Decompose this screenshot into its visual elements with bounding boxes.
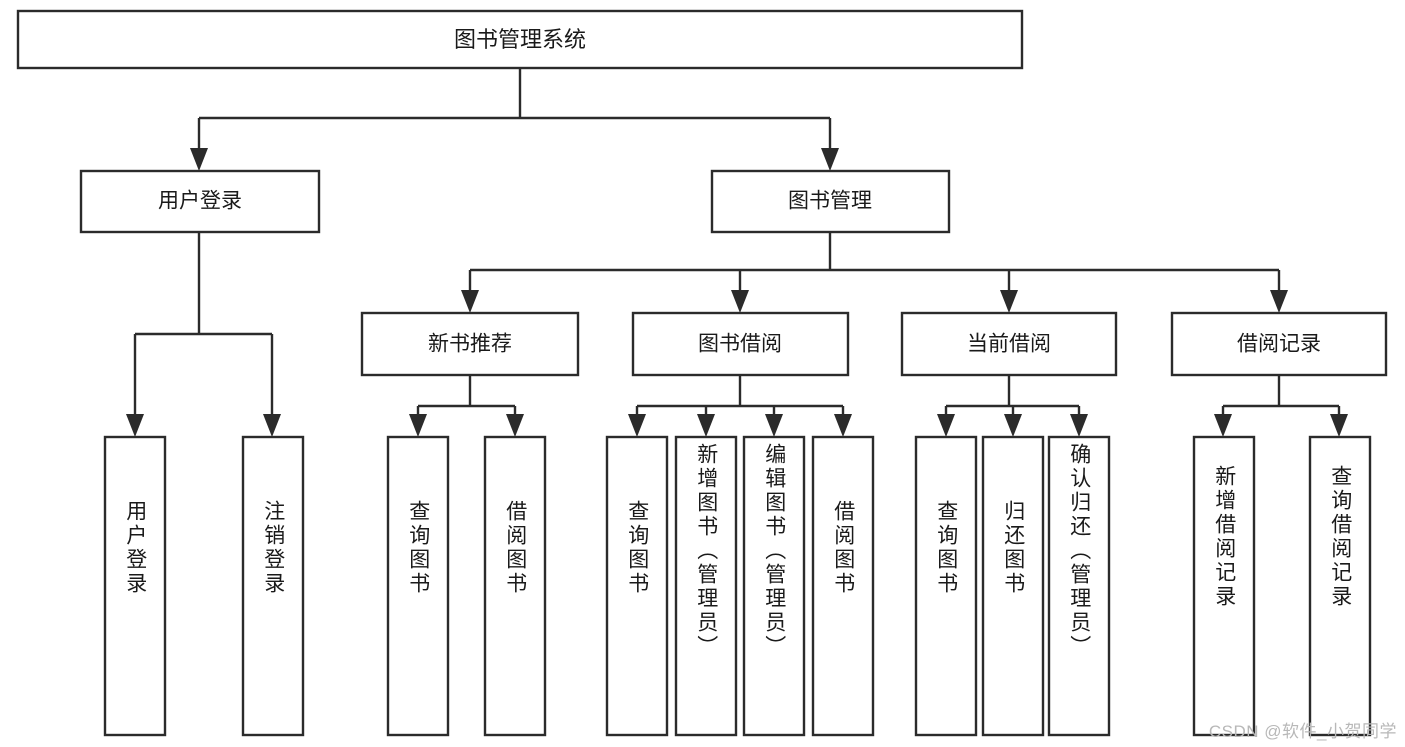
arrow-to-borrow-record [1270,290,1288,313]
node-root[interactable] [16,9,1024,70]
node-user-login[interactable] [79,169,321,234]
arrow-to-leaf-add-book [697,414,715,437]
node-leaf-user-login[interactable] [103,435,167,737]
node-book-borrow-label: 图书借阅 [698,333,782,356]
arrow-to-leaf-logout [263,414,281,437]
arrow-to-new-book-rec [461,290,479,313]
node-leaf-query-book-2[interactable] [605,435,669,737]
node-borrow-record[interactable] [1170,311,1388,377]
node-new-book-rec[interactable] [360,311,580,377]
node-leaf-logout[interactable] [241,435,305,737]
node-leaf-borrow-book-1[interactable] [483,435,547,737]
node-book-manage[interactable] [710,169,951,234]
node-leaf-add-record[interactable] [1192,435,1256,737]
node-leaf-edit-book[interactable] [742,435,806,737]
node-leaf-query-book-1[interactable] [386,435,450,737]
node-layer: 图书管理系统 用户登录 图书管理 新书推荐 图书借阅 当前借阅 借阅记录 [16,9,1388,737]
connector-layer [126,68,1348,437]
node-leaf-return-book[interactable] [981,435,1045,737]
arrow-to-current-borrow [1000,290,1018,313]
node-leaf-query-record[interactable] [1308,435,1372,737]
arrow-to-user-login [190,148,208,171]
node-user-login-label: 用户登录 [158,190,242,213]
node-book-borrow[interactable] [631,311,850,377]
node-book-manage-label: 图书管理 [788,190,872,213]
node-leaf-confirm-return[interactable] [1047,435,1111,737]
arrow-to-leaf-query-book-2 [628,414,646,437]
node-current-borrow[interactable] [900,311,1118,377]
arrow-to-leaf-query-book-3 [937,414,955,437]
node-borrow-record-label: 借阅记录 [1237,333,1321,356]
node-leaf-add-book[interactable] [674,435,738,737]
arrow-to-leaf-borrow-book-1 [506,414,524,437]
node-leaf-query-book-3[interactable] [914,435,978,737]
arrow-to-book-manage [821,148,839,171]
arrow-to-leaf-query-book-1 [409,414,427,437]
arrow-to-leaf-query-record [1330,414,1348,437]
node-leaf-borrow-book-2[interactable] [811,435,875,737]
arrow-to-leaf-confirm-return [1070,414,1088,437]
node-current-borrow-label: 当前借阅 [967,333,1051,356]
arrow-to-leaf-borrow-book-2 [834,414,852,437]
node-new-book-rec-label: 新书推荐 [428,333,512,356]
node-root-label: 图书管理系统 [454,27,586,52]
arrow-to-leaf-return-book [1004,414,1022,437]
arrow-to-book-borrow [731,290,749,313]
arrow-to-leaf-user-login [126,414,144,437]
arrow-to-leaf-add-record [1214,414,1232,437]
arrow-to-leaf-edit-book [765,414,783,437]
